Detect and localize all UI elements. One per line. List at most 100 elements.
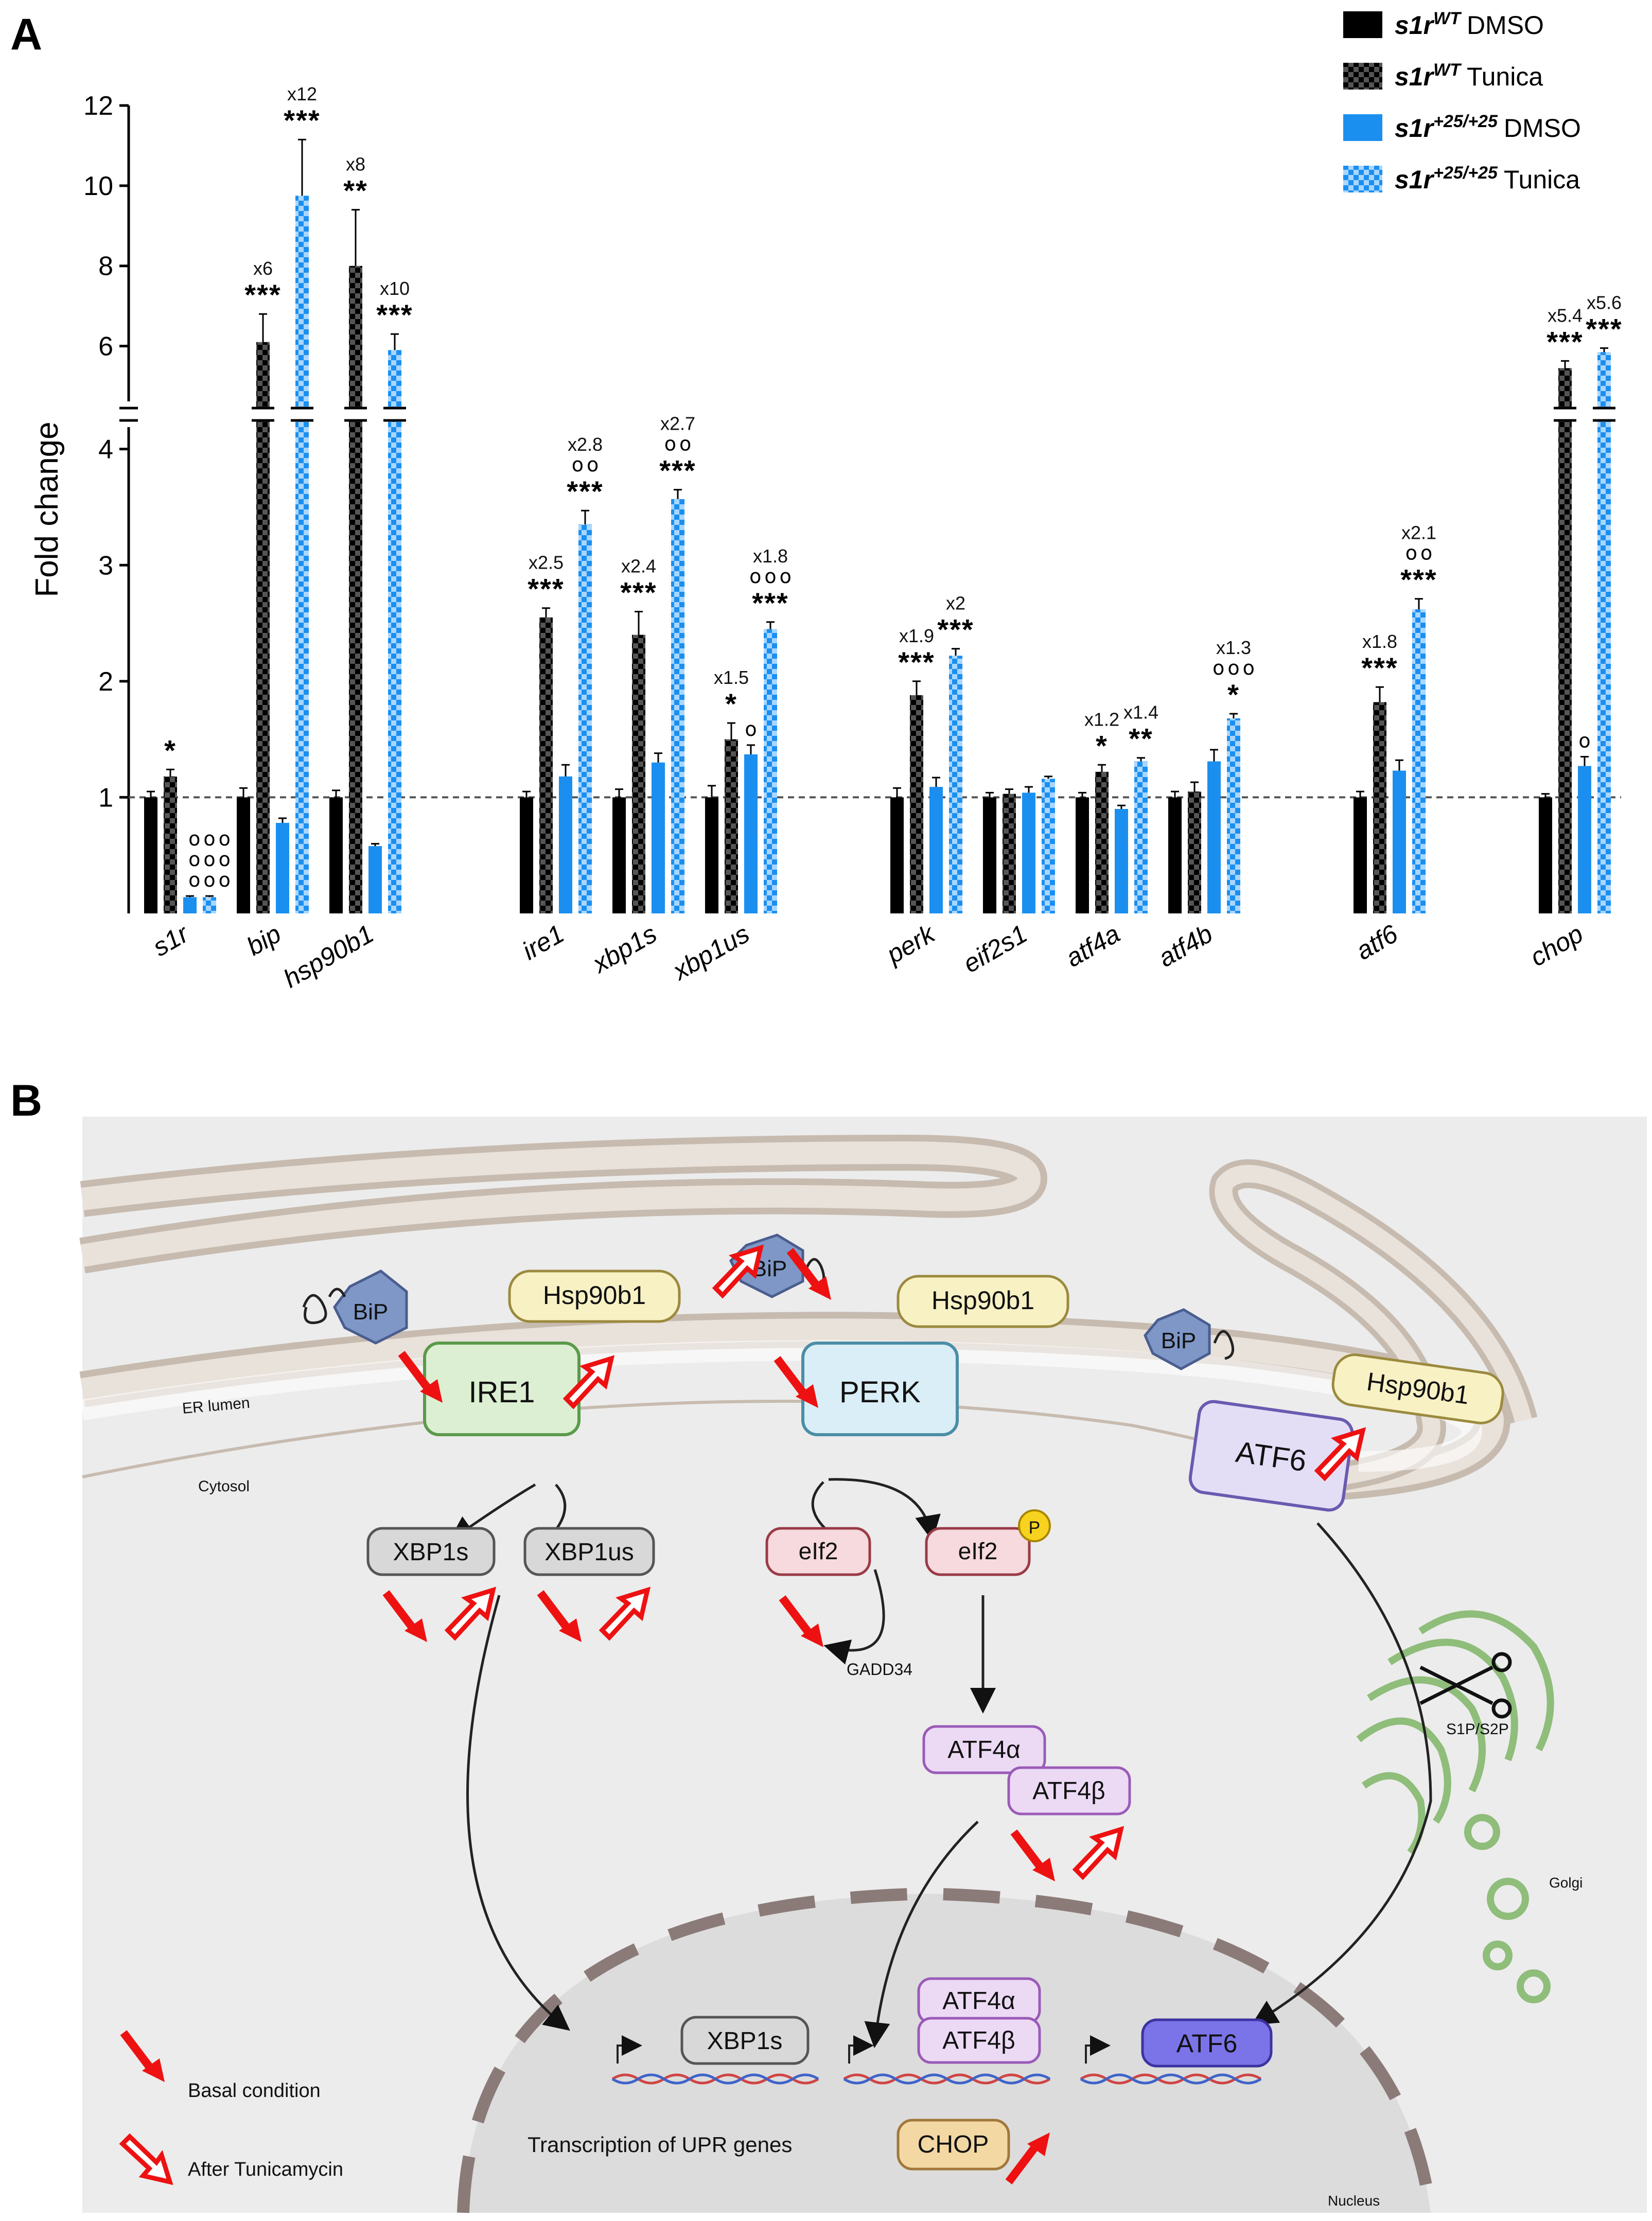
bar — [910, 695, 923, 913]
xbp1s-label: XBP1s — [393, 1539, 469, 1566]
y-tick-label: 1 — [98, 783, 113, 813]
bar — [1412, 609, 1426, 913]
bar — [349, 266, 362, 407]
hsp90b1-ire1: Hsp90b1 — [508, 1270, 681, 1323]
bar — [1539, 797, 1552, 913]
bip-atf6: BiP — [1144, 1308, 1235, 1370]
x-tick-label: hsp90b1 — [278, 919, 378, 993]
legend-swatch — [1343, 63, 1382, 90]
atf6-nuclear: ATF6 — [1141, 2018, 1273, 2068]
significance-stars: * — [1227, 678, 1240, 711]
bar — [256, 421, 270, 913]
s1p-s2p-label: S1P/S2P — [1446, 1721, 1509, 1738]
bar — [1597, 421, 1611, 913]
bar — [1558, 368, 1572, 407]
bar — [1003, 794, 1016, 913]
xbp1s-box: XBP1s — [366, 1527, 496, 1576]
bar — [705, 797, 718, 913]
bar — [276, 823, 289, 913]
significance-stars: *** — [1546, 325, 1583, 358]
gadd34-label: GADD34 — [847, 1660, 912, 1679]
bar — [368, 846, 382, 913]
bar — [983, 797, 996, 913]
diagram-legend: Basal condition After Tunicamycin — [122, 2033, 343, 2182]
significance-stars: ** — [1129, 722, 1153, 755]
y-tick-label: 3 — [98, 551, 113, 580]
xbp1s-label: XBP1s — [707, 2028, 783, 2055]
perk-receptor: PERK — [801, 1342, 959, 1436]
upr-pathway-diagram: ER lumen Cytosol Golgi Nucleus — [79, 1117, 1647, 2214]
significance-stars: *** — [244, 278, 281, 311]
fold-label: x1.5 — [714, 667, 749, 688]
bar — [764, 629, 777, 913]
bar — [295, 421, 309, 913]
bar — [1022, 792, 1035, 913]
unfolded-protein-icon — [1213, 1330, 1235, 1360]
eif2-box: eIf2 — [765, 1527, 871, 1576]
significance-stars: *** — [284, 104, 320, 136]
hsp90b1-perk: Hsp90b1 — [897, 1275, 1069, 1328]
significance-stars: * — [164, 734, 177, 766]
significance-stars: *** — [376, 298, 413, 331]
legend-basal-label: Basal condition — [188, 2080, 321, 2102]
fold-label: x2 — [946, 593, 965, 614]
significance-circles: ooo — [188, 848, 234, 871]
dna-strands — [611, 2073, 1262, 2085]
y-tick-label: 10 — [83, 171, 113, 201]
x-tick-label: eif2s1 — [958, 919, 1032, 978]
eif2-phospho-box: eIf2 P — [925, 1509, 1051, 1576]
nucleus-label: Nucleus — [1328, 2193, 1380, 2209]
fold-label: x2.4 — [621, 555, 656, 576]
fold-label: x1.9 — [899, 625, 934, 646]
x-tick-label: atf4a — [1061, 919, 1124, 973]
bar — [929, 787, 943, 913]
bar — [295, 196, 309, 407]
y-tick-label: 8 — [98, 252, 113, 281]
hsp90b1-label: Hsp90b1 — [543, 1281, 646, 1310]
bar — [183, 897, 197, 913]
atf4a-box: ATF4α — [922, 1725, 1046, 1774]
fold-label: x1.8 — [1362, 631, 1397, 652]
significance-circles: ooo — [188, 827, 234, 850]
bar — [349, 421, 362, 913]
panel-b-label: B — [10, 1076, 42, 1125]
significance-circles: o — [1578, 729, 1593, 752]
x-tick-label: xbp1s — [587, 919, 661, 979]
bar — [329, 797, 343, 913]
atf6-receptor: ATF6 — [1188, 1400, 1354, 1512]
golgi-label: Golgi — [1549, 1875, 1583, 1891]
bar — [559, 776, 572, 913]
perk-label: PERK — [839, 1376, 921, 1409]
bip-ire1: BiP — [302, 1270, 408, 1345]
pathway-arrows — [448, 1478, 1432, 2048]
xbp1us-label: XBP1us — [544, 1539, 634, 1566]
fold-label: x1.2 — [1084, 709, 1119, 730]
chart-annotations: *ooooooooo***x6***x12**x8***x10***x2.5**… — [164, 83, 1622, 891]
fold-label: x2.7 — [660, 413, 695, 434]
bar — [725, 739, 738, 913]
bar — [1188, 791, 1201, 913]
significance-stars: *** — [898, 646, 935, 678]
y-axis-label: Fold change — [29, 421, 65, 597]
atf4b-label: ATF4β — [1032, 1777, 1105, 1805]
bar — [237, 797, 250, 913]
x-tick-label: ire1 — [517, 919, 569, 965]
bar — [744, 754, 758, 913]
atf4-nuclear: ATF4α ATF4β — [917, 1977, 1041, 2064]
atf4b-label: ATF4β — [942, 2027, 1015, 2054]
bar — [1597, 352, 1611, 407]
bar — [1373, 702, 1386, 913]
bar — [1095, 771, 1109, 913]
legend-swatch — [1343, 114, 1382, 141]
significance-stars: * — [725, 688, 737, 720]
bar — [256, 342, 270, 407]
bar — [1134, 761, 1148, 913]
legend-tunica-label: After Tunicamycin — [188, 2159, 343, 2180]
ire1-receptor: IRE1 — [423, 1342, 581, 1436]
y-tick-label: 12 — [83, 91, 113, 121]
fold-label: x1.4 — [1123, 702, 1158, 723]
